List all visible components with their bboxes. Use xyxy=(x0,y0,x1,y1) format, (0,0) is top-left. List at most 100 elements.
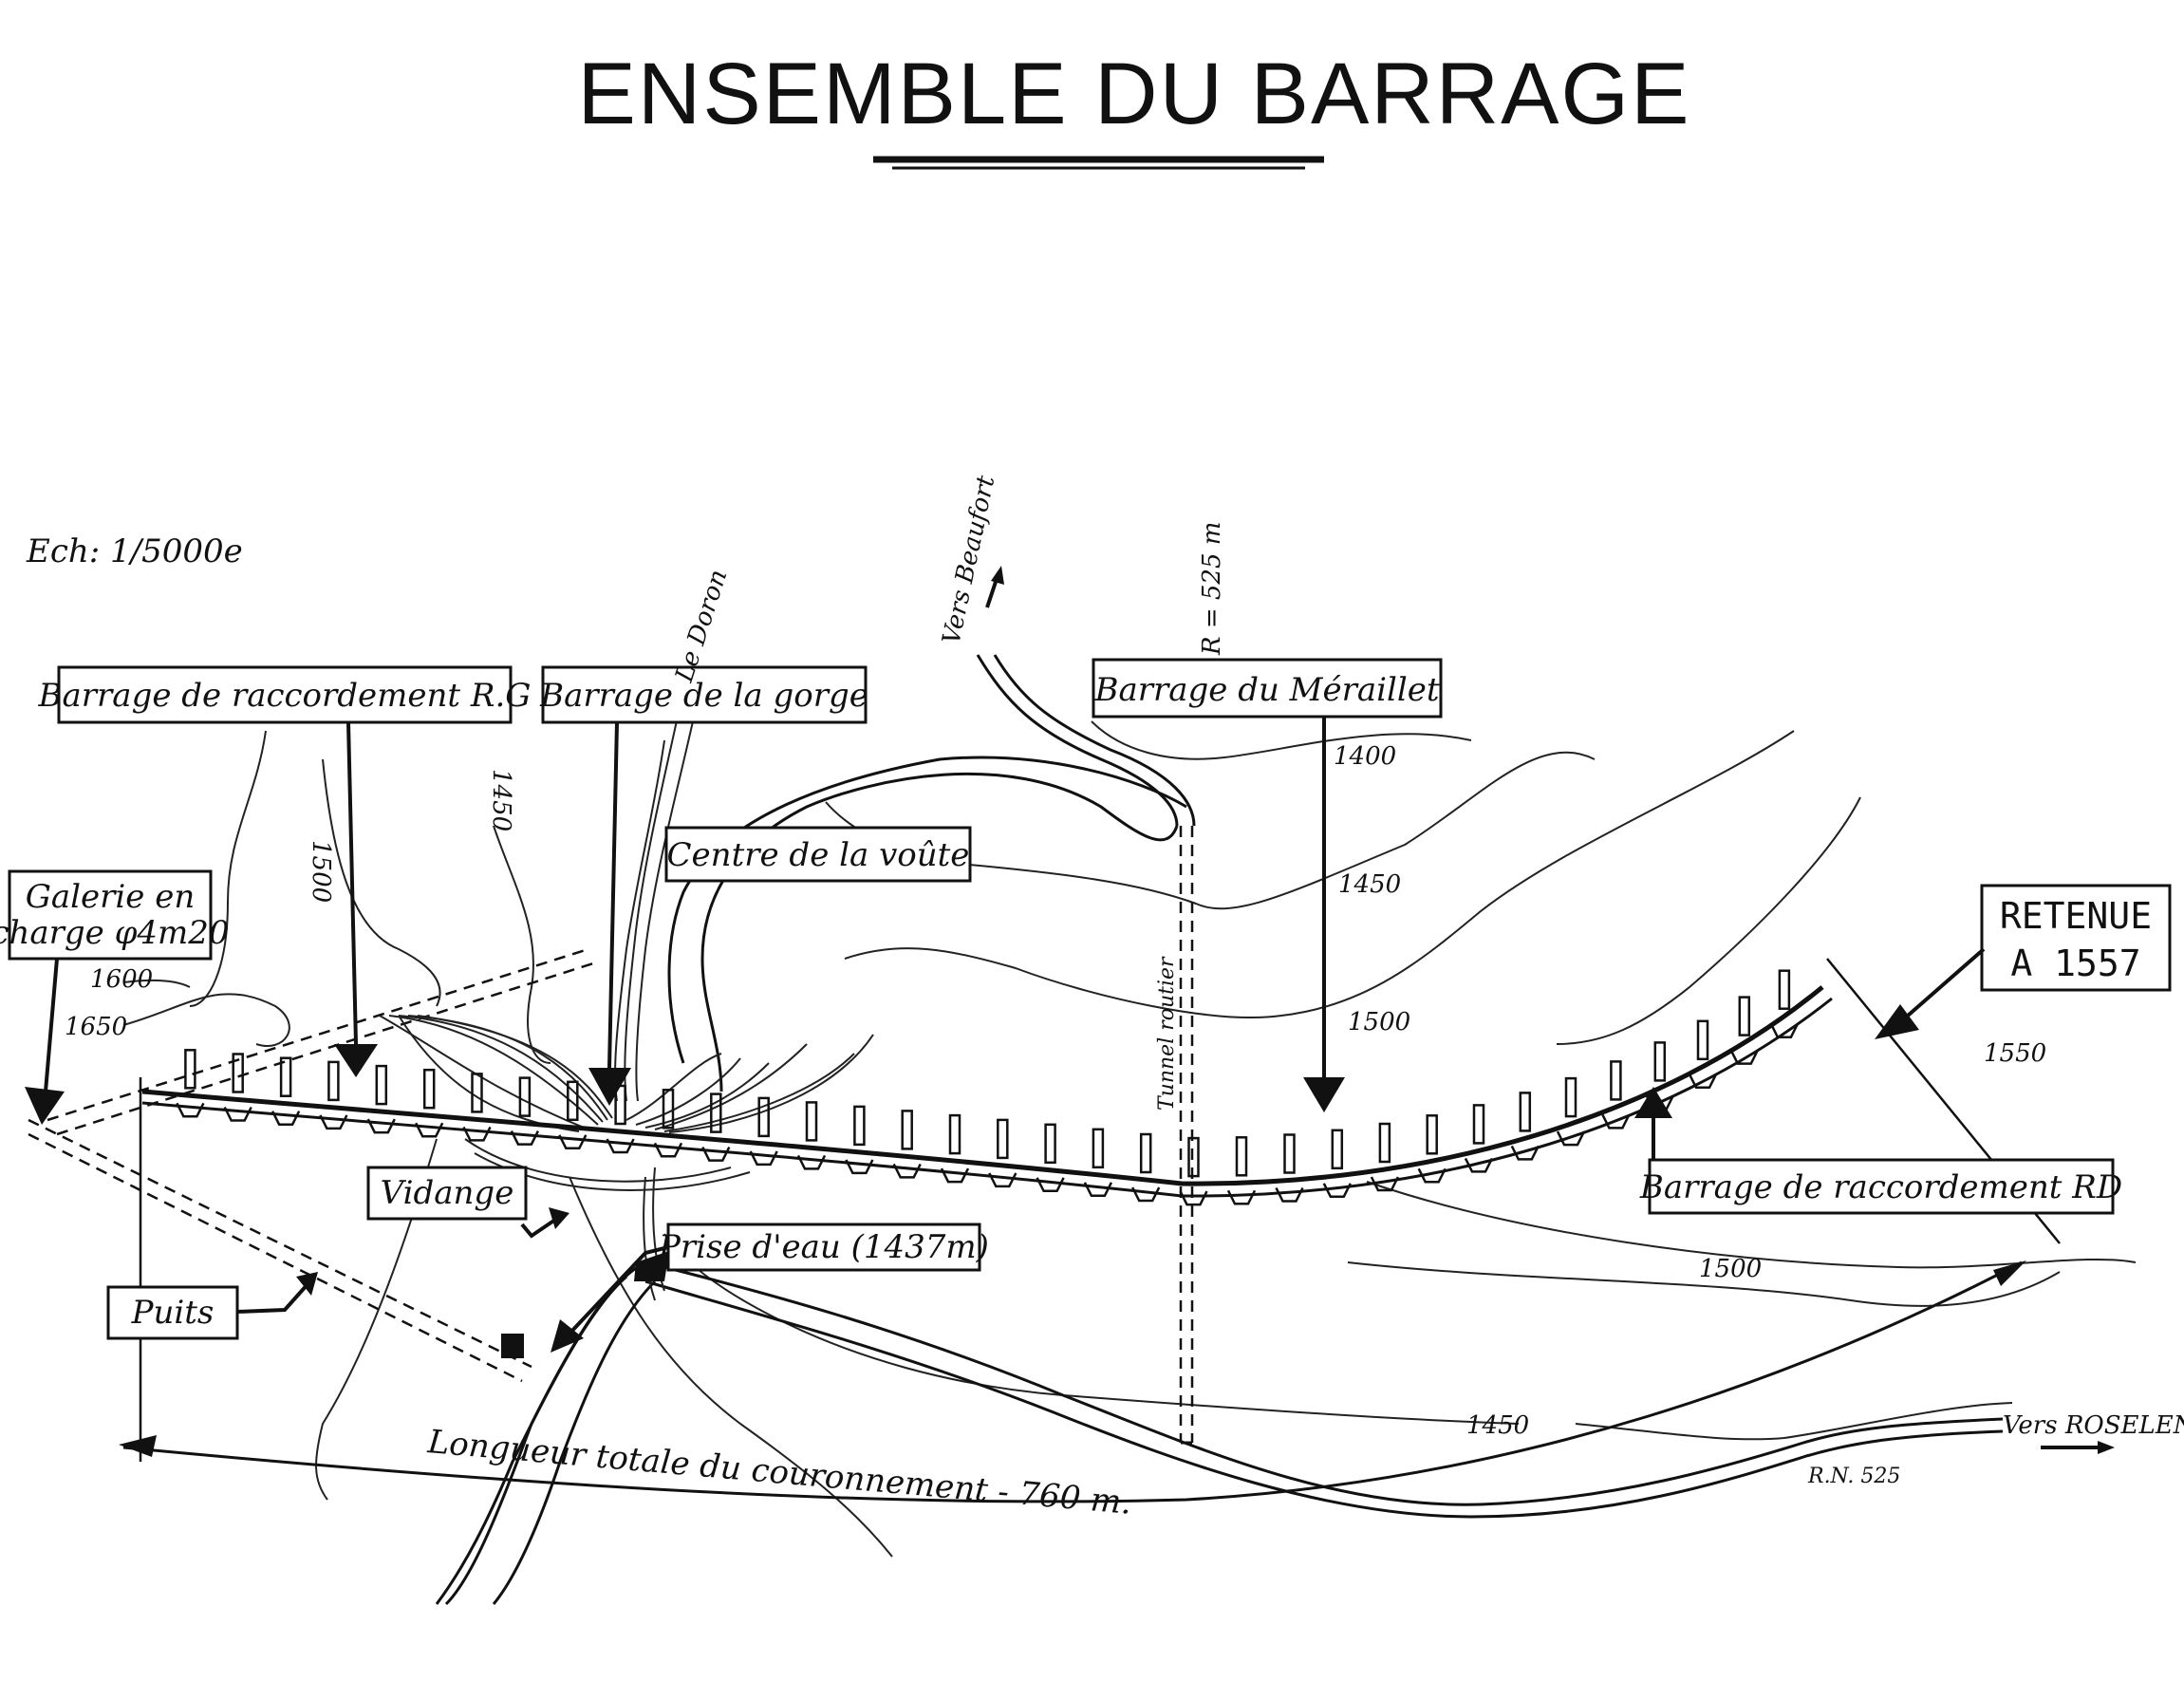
buttress xyxy=(279,1056,292,1097)
buttress-foot xyxy=(1131,1186,1161,1203)
buttress xyxy=(853,1105,866,1147)
buttress xyxy=(1092,1128,1105,1169)
contour-label-1450-low: 1450 xyxy=(1466,1411,1529,1440)
buttress xyxy=(518,1076,532,1117)
contour-label-1400: 1400 xyxy=(1334,742,1396,771)
buttress xyxy=(1696,1019,1709,1061)
buttress xyxy=(1564,1076,1577,1118)
buttress xyxy=(1139,1132,1152,1174)
svg-text:RETENUE: RETENUE xyxy=(2000,895,2152,937)
buttress-foot xyxy=(1417,1167,1447,1184)
buttress-foot xyxy=(223,1106,252,1122)
buttress-foot xyxy=(1322,1183,1352,1199)
label-barrage-gorge: Barrage de la gorge xyxy=(539,665,868,724)
buttress-foot xyxy=(176,1102,205,1118)
buttress xyxy=(1738,996,1751,1036)
buttress xyxy=(1610,1060,1622,1101)
buttress xyxy=(1235,1136,1248,1177)
svg-text:Puits: Puits xyxy=(131,1294,215,1332)
buttress-foot xyxy=(366,1118,396,1134)
buttress xyxy=(1044,1123,1056,1165)
buttress-foot xyxy=(988,1172,1017,1188)
buttress-foot xyxy=(940,1167,970,1184)
label-raccordement-rd: Barrage de raccordement RD xyxy=(1639,1158,2122,1215)
buttress-foot xyxy=(1601,1113,1631,1130)
buttress-foot xyxy=(319,1114,348,1130)
contour-label-1450-top: 1450 xyxy=(1338,870,1401,899)
arrows xyxy=(25,717,1986,1353)
buttress xyxy=(1187,1136,1200,1178)
road-rn-525 xyxy=(435,1260,2004,1606)
svg-text:Centre de la voûte: Centre de la voûte xyxy=(667,836,970,874)
contour-label-1500-mid: 1500 xyxy=(1348,1008,1410,1036)
buttress-foot xyxy=(892,1163,922,1179)
buttress xyxy=(232,1053,244,1093)
buttress xyxy=(901,1110,913,1150)
buttress xyxy=(805,1101,818,1142)
buttress xyxy=(757,1096,770,1138)
buttress-foot xyxy=(1370,1176,1400,1192)
buttress xyxy=(1378,1122,1391,1164)
buttress-foot xyxy=(1226,1189,1257,1205)
galerie-dashed xyxy=(28,947,594,1383)
buttress-foot xyxy=(510,1130,540,1146)
rn-road-label: R.N. 525 xyxy=(1807,1465,1900,1488)
buttress xyxy=(422,1068,436,1110)
buttress xyxy=(327,1060,340,1102)
svg-text:Prise d'eau (1437m): Prise d'eau (1437m) xyxy=(658,1228,989,1266)
label-raccordement-rg: Barrage de raccordement R.G xyxy=(38,665,532,724)
label-vidange: Vidange xyxy=(366,1166,528,1221)
roselend-arrow xyxy=(2041,1441,2115,1454)
beaufort-direction-label: Vers Beaufort xyxy=(938,473,1001,647)
radius-label: R = 525 m xyxy=(1198,522,1226,656)
buttress-foot xyxy=(1556,1130,1586,1147)
buttress-foot xyxy=(796,1154,827,1170)
buttress xyxy=(1283,1133,1296,1174)
buttress-foot xyxy=(1464,1157,1494,1173)
buttress xyxy=(1426,1114,1438,1155)
label-puits: Puits xyxy=(106,1285,239,1340)
dam-crest xyxy=(141,985,1833,1198)
contour-label-1500-low: 1500 xyxy=(1699,1255,1762,1283)
scale-label: Ech: 1/5000e xyxy=(26,532,243,570)
svg-text:Galerie en: Galerie en xyxy=(26,878,196,916)
buttress xyxy=(1331,1129,1344,1170)
puits-structure xyxy=(501,1334,524,1358)
buttress xyxy=(471,1073,483,1113)
label-galerie: Galerie en charge φ4m20 xyxy=(0,869,230,961)
road-to-beaufort xyxy=(667,654,1196,1092)
buttress-foot xyxy=(1769,1023,1800,1038)
buttress xyxy=(662,1089,675,1130)
svg-text:Barrage de raccordement R.G: Barrage de raccordement R.G xyxy=(38,677,532,715)
contour-lines xyxy=(122,720,2137,1558)
label-centre-voute: Centre de la voûte xyxy=(664,826,972,883)
buttress xyxy=(567,1080,579,1122)
buttress-foot xyxy=(1036,1177,1065,1193)
buttress-foot xyxy=(653,1142,683,1158)
crest-length-dimension xyxy=(119,958,2061,1503)
buttress-foot xyxy=(1688,1074,1718,1090)
buttress-foot xyxy=(845,1159,874,1175)
buttress xyxy=(1778,969,1791,1010)
buttress xyxy=(1472,1104,1485,1145)
contour-label-1500-left: 1500 xyxy=(307,840,335,903)
contour-label-1600: 1600 xyxy=(90,965,153,994)
label-barrage-meraillet: Barrage du Méraillet xyxy=(1092,658,1443,719)
title-underline xyxy=(873,156,1324,170)
label-retenue: RETENUE A 1557 xyxy=(1980,884,2172,992)
contour-label-1450-left: 1450 xyxy=(487,769,515,831)
buttress-foot xyxy=(462,1126,492,1142)
buttress xyxy=(375,1064,388,1106)
buttress-foot xyxy=(749,1150,778,1167)
buttress-foot xyxy=(1729,1050,1759,1065)
river-le-doron xyxy=(614,711,694,1301)
contour-label-1550: 1550 xyxy=(1984,1039,2046,1068)
svg-text:A 1557: A 1557 xyxy=(2010,943,2140,984)
buttress-foot xyxy=(606,1138,635,1154)
svg-text:Barrage du Méraillet: Barrage du Méraillet xyxy=(1093,671,1439,709)
svg-text:Barrage de raccordement RD: Barrage de raccordement RD xyxy=(1639,1168,2122,1206)
label-prise-eau: Prise d'eau (1437m) xyxy=(658,1223,989,1272)
tunnel-label: Tunnel routier xyxy=(1155,956,1179,1111)
buttress xyxy=(184,1049,196,1090)
